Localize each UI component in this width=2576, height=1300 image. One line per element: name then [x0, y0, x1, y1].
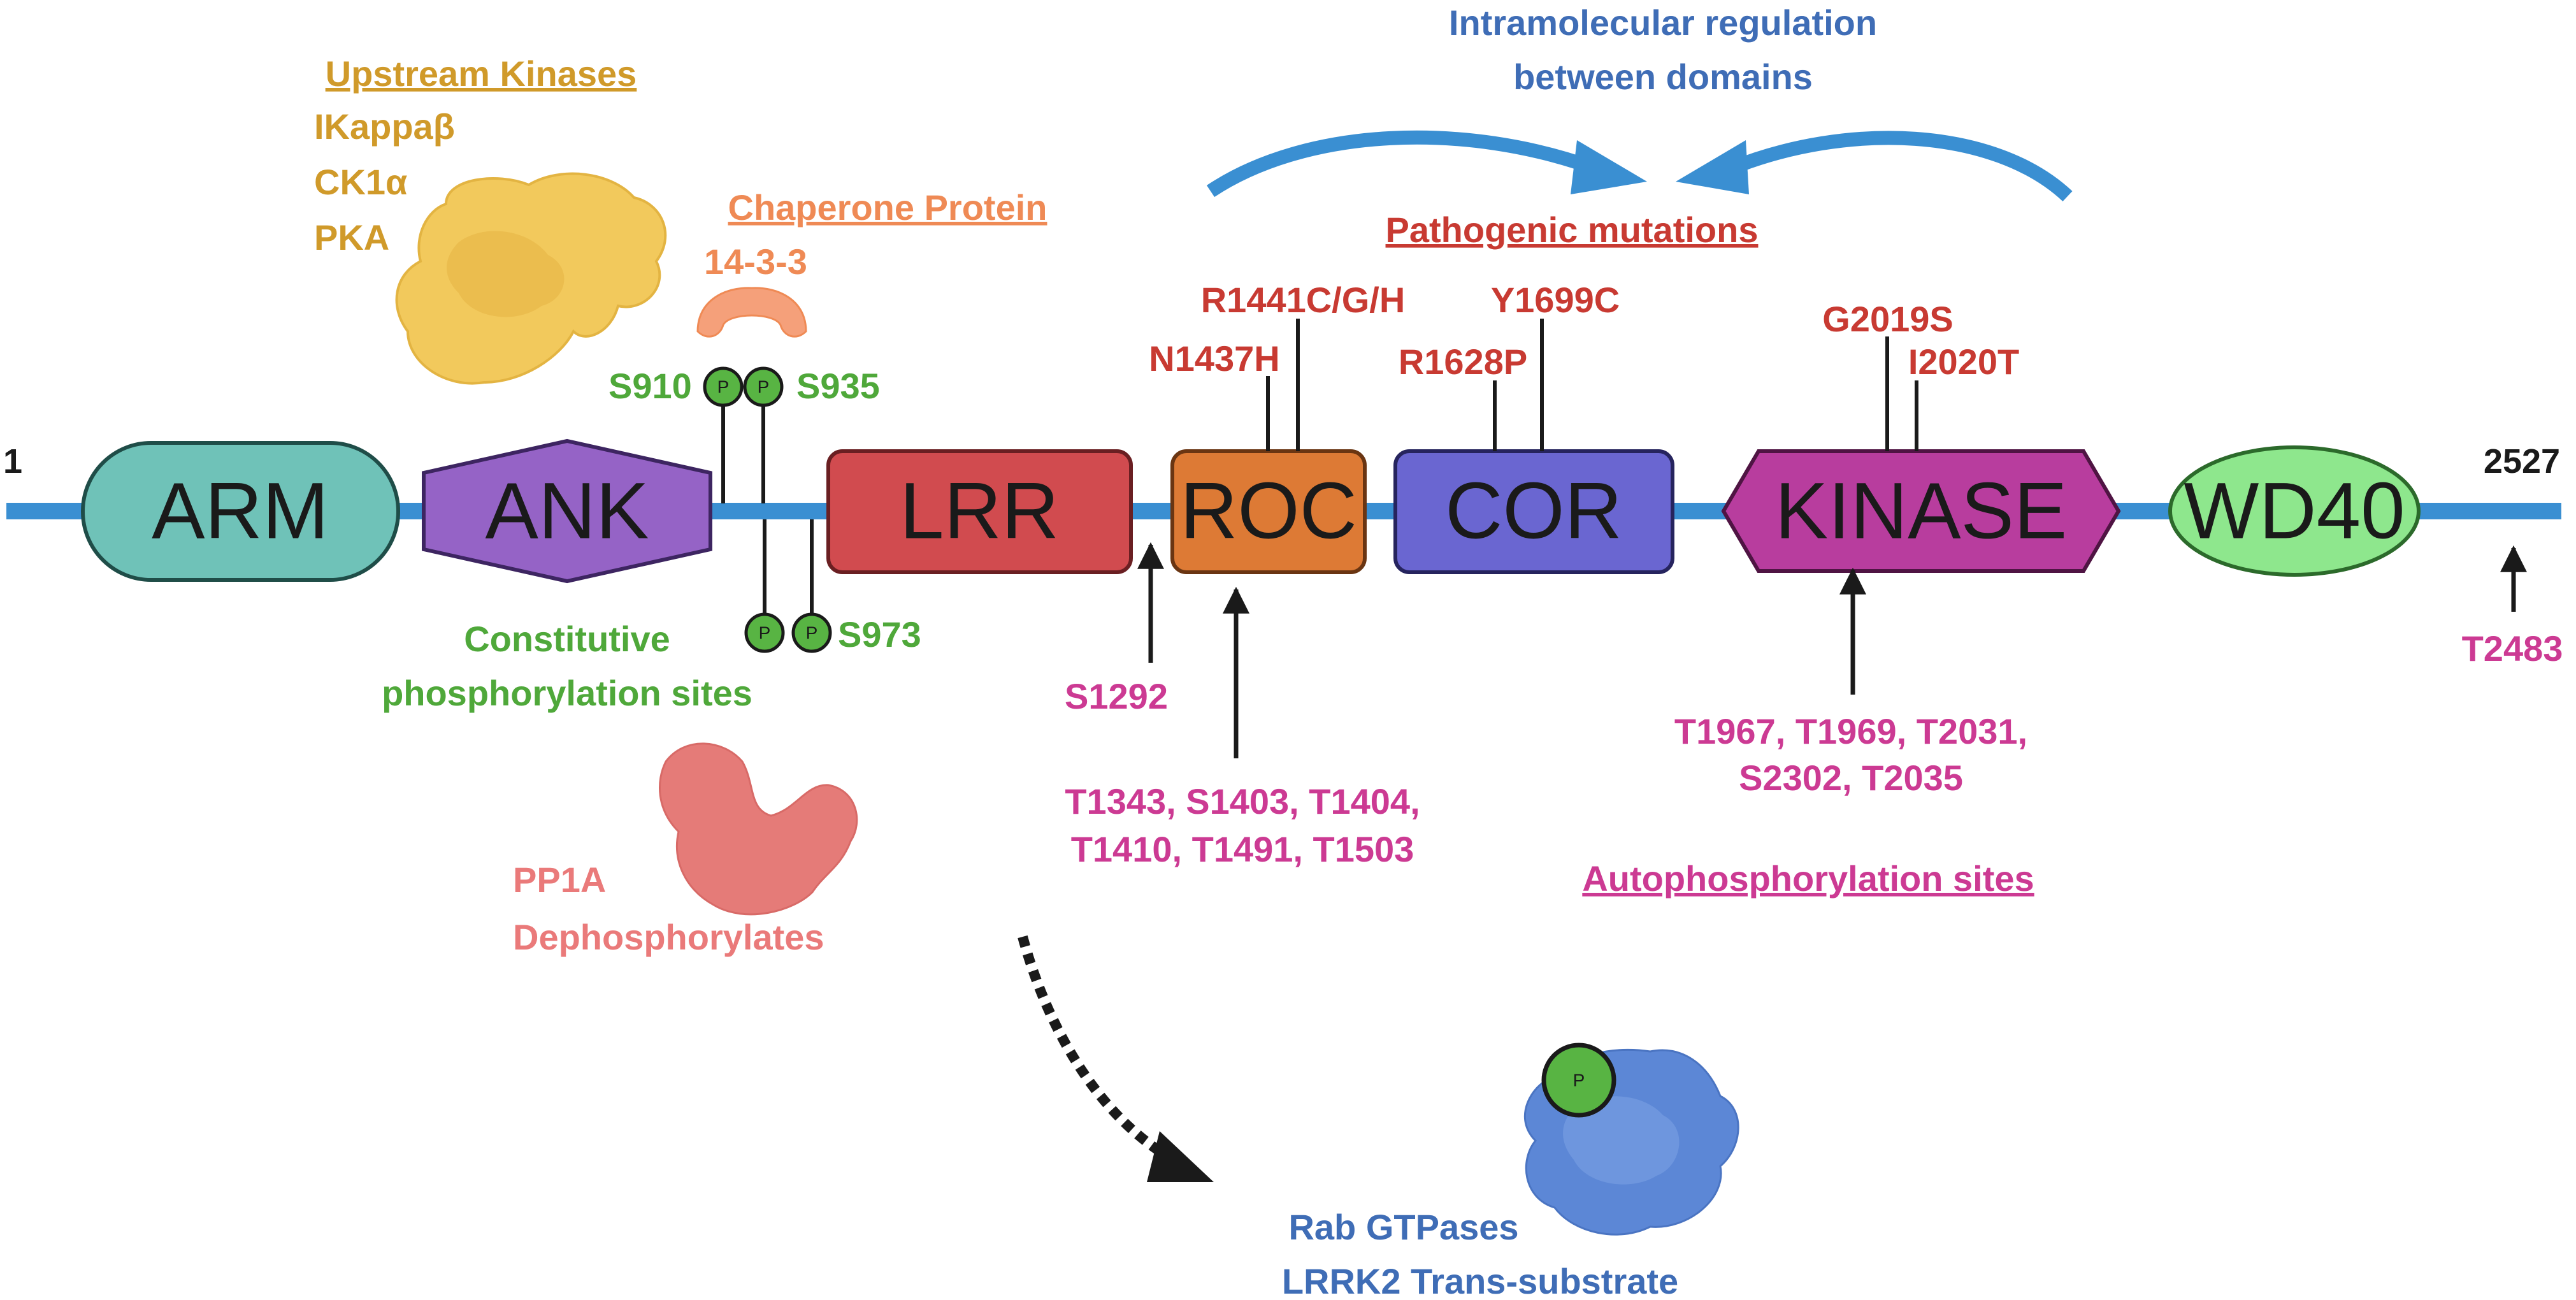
chaperone-name: 14-3-3 [704, 242, 807, 282]
lrr-domain: LRR [826, 449, 1133, 574]
cor-domain-label: COR [1445, 467, 1622, 556]
ank-domain-label: ANK [485, 467, 649, 556]
autophos-kinase-line1: T1967, T1969, T2031, [1674, 711, 2027, 751]
s910-phospho-symbol: P [717, 377, 730, 397]
mutation-i2020t: I2020T [1908, 342, 2019, 382]
pathogenic-title: Pathogenic mutations [1386, 210, 1759, 250]
s973-label: S973 [838, 614, 921, 654]
regulation-line1: Intramolecular regulation [1449, 3, 1877, 43]
n-terminus-label: 1 [3, 442, 22, 480]
lrr-domain-label: LRR [900, 467, 1059, 556]
rab-phospho-marker: P [1541, 1043, 1616, 1118]
trans-substrate-arrowhead [1147, 1131, 1214, 1182]
mutation-r1441: R1441C/G/H [1201, 280, 1406, 320]
s910-phospho-marker: P [703, 366, 744, 407]
roc-domain-label: ROC [1180, 467, 1357, 556]
autophos-roc-line1: T1343, S1403, T1404, [1065, 781, 1420, 821]
rab-phospho-symbol: P [1573, 1071, 1585, 1090]
upstream-kinase-ikappab: IKappaβ [314, 106, 455, 147]
trans-substrate-dotted-arrow [1018, 935, 1188, 1171]
wd40-domain: WD40 [2168, 445, 2421, 577]
autophos-kinase-line2: S2302, T2035 [1739, 758, 1963, 798]
regulation-arrow-left-arc [1206, 130, 1599, 198]
chaperone-14-3-3-image [696, 287, 807, 338]
kinase-domain-label: KINASE [1775, 467, 2068, 556]
rab-gtpase-protein-highlight [1563, 1096, 1680, 1185]
kinase-domain: KINASE [1721, 449, 2121, 573]
regulation-arrow-left-head [1571, 140, 1647, 194]
regulation-line2: between domains [1513, 57, 1813, 97]
mutation-n1437h: N1437H [1149, 338, 1279, 379]
upstream-kinases-title: Upstream Kinases [326, 54, 637, 94]
autophos-s1292: S1292 [1065, 676, 1168, 716]
c-terminus-label: 2527 [2484, 442, 2560, 480]
upstream-kinase-ck1a: CK1α [314, 162, 407, 202]
rab-line2: LRRK2 Trans-substrate [1282, 1261, 1678, 1300]
regulation-arrow-right-arc [1727, 131, 2073, 202]
arm-domain: ARM [81, 441, 400, 582]
autophos-roc-line2: T1410, T1491, T1503 [1071, 829, 1414, 869]
constitutive-label-line2: phosphorylation sites [382, 673, 752, 713]
s935-phospho-marker: P [743, 366, 784, 407]
mutation-g2019s: G2019S [1822, 299, 1954, 339]
s973-phospho-symbol-b: P [806, 623, 818, 643]
upstream-kinase-pka: PKA [314, 217, 389, 257]
autophos-title: Autophosphorylation sites [1582, 858, 2034, 899]
mutation-y1699c: Y1699C [1491, 280, 1620, 320]
regulation-arrow-right-head [1676, 140, 1749, 194]
s973-phospho-marker-a: P [744, 612, 785, 653]
mutation-r1628p: R1628P [1399, 342, 1527, 382]
rab-line1: Rab GTPases [1288, 1207, 1518, 1247]
autophos-t2483: T2483 [2462, 628, 2563, 668]
s973-phospho-symbol-a: P [759, 623, 771, 643]
arm-domain-label: ARM [152, 467, 329, 556]
pp1a-line2: Dephosphorylates [513, 917, 824, 957]
constitutive-label-line1: Constitutive [464, 619, 670, 659]
s973-phospho-marker-b: P [791, 612, 832, 653]
s935-label: S935 [796, 366, 880, 406]
s935-phospho-symbol: P [758, 377, 770, 397]
pp1a-line1: PP1A [513, 860, 606, 900]
chaperone-title: Chaperone Protein [728, 187, 1047, 227]
upstream-kinase-protein-shadow [447, 231, 565, 317]
roc-domain: ROC [1170, 449, 1367, 574]
cor-domain: COR [1393, 449, 1674, 574]
pp1a-protein-image [659, 742, 858, 916]
wd40-domain-label: WD40 [2184, 467, 2405, 556]
s910-label: S910 [608, 366, 692, 406]
ank-domain: ANK [422, 438, 712, 584]
